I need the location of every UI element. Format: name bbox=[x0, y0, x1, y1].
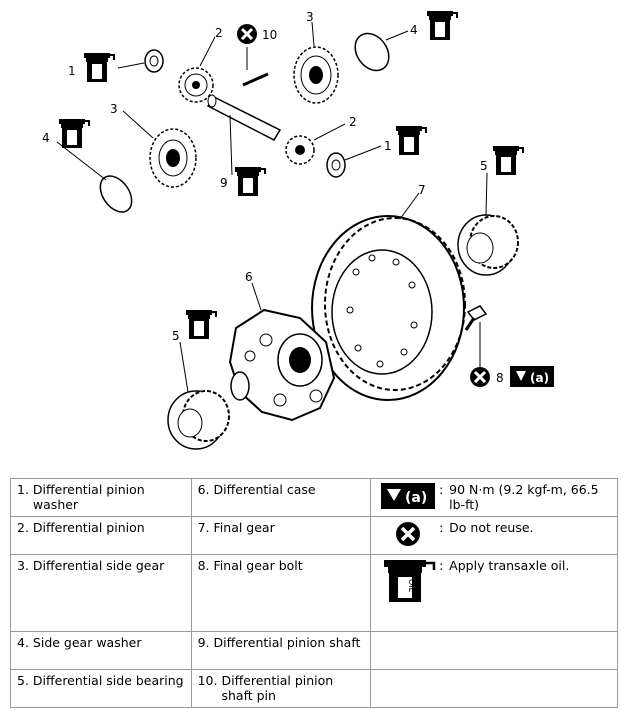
legend-table: 1. Differential pinion washer 6. Differe… bbox=[10, 478, 618, 708]
pinion-shaft bbox=[206, 94, 282, 141]
legend-row: 3. Differential side gear 8. Final gear … bbox=[10, 553, 618, 633]
callout-1: 1 bbox=[68, 64, 76, 78]
callout-5: 5 bbox=[172, 329, 180, 343]
item-label: Differential pinion shaft bbox=[213, 635, 361, 651]
final-gear-bolt bbox=[464, 305, 488, 331]
callout-6: 6 bbox=[245, 270, 253, 284]
item-number: 3. bbox=[17, 557, 29, 573]
empty-cell bbox=[370, 631, 618, 671]
differential-pinion-left bbox=[178, 67, 214, 103]
colon: : bbox=[439, 519, 444, 535]
item-label: Differential case bbox=[213, 482, 316, 497]
svg-text:(a): (a) bbox=[530, 371, 549, 385]
item-label: Differential side bearing bbox=[32, 673, 184, 689]
oil-icon bbox=[58, 118, 90, 149]
item-number: 4. bbox=[17, 635, 29, 651]
item-number: 5. bbox=[17, 673, 29, 689]
callout-2: 2 bbox=[215, 26, 223, 40]
callout-3: 3 bbox=[306, 10, 314, 24]
item-label: Differential pinion bbox=[32, 519, 145, 535]
no-reuse-icon bbox=[377, 520, 439, 548]
item-number: 2. bbox=[17, 519, 29, 535]
item-number: 1. bbox=[17, 482, 29, 497]
callout-3: 3 bbox=[110, 102, 118, 116]
pinion-washer-left bbox=[144, 49, 164, 73]
item-number: 7. bbox=[197, 519, 210, 535]
legend-row: 1. Differential pinion washer 6. Differe… bbox=[10, 478, 618, 517]
oil-icon bbox=[185, 309, 217, 340]
svg-text:(a): (a) bbox=[405, 490, 427, 506]
callout-5: 5 bbox=[480, 159, 488, 173]
side-bearing-right bbox=[457, 214, 519, 276]
item-number: 8. bbox=[197, 557, 210, 573]
side-gear-washer-upper bbox=[354, 32, 390, 72]
oil-icon bbox=[83, 52, 115, 83]
torque-icon: (a) bbox=[510, 366, 554, 387]
item-label: Differential pinion shaft pin bbox=[221, 673, 334, 704]
callout-4: 4 bbox=[410, 23, 418, 37]
legend-row: 2. Differential pinion 7. Final gear : D… bbox=[10, 515, 618, 555]
colon: : bbox=[439, 482, 444, 497]
oil-icon bbox=[395, 125, 427, 156]
exploded-view-diagram: 1 2 10 9 3 4 3 4 bbox=[42, 10, 554, 450]
oil-icon: OIL bbox=[377, 558, 439, 604]
side-gear-upper bbox=[293, 46, 339, 104]
item-label: Differential side gear bbox=[32, 557, 165, 573]
side-bearing-left bbox=[167, 390, 230, 450]
oil-icon bbox=[234, 166, 266, 197]
svg-text:OIL: OIL bbox=[407, 579, 416, 593]
differential-case bbox=[228, 308, 336, 422]
oil-icon bbox=[492, 145, 524, 176]
oil-icon bbox=[426, 10, 458, 41]
no-reuse-icon bbox=[235, 22, 259, 46]
symbol-desc: 90 N·m (9.2 kgf-m, 66.5 lb-ft) bbox=[449, 482, 599, 512]
callout-1: 1 bbox=[384, 139, 392, 153]
torque-icon: (a) bbox=[377, 482, 439, 510]
pinion-washer-right bbox=[326, 152, 346, 178]
no-reuse-icon bbox=[468, 365, 492, 389]
callout-8: 8 bbox=[496, 371, 504, 385]
symbol-desc: Apply transaxle oil. bbox=[449, 557, 570, 573]
final-gear bbox=[311, 215, 466, 401]
callout-2: 2 bbox=[349, 115, 357, 129]
empty-cell bbox=[370, 669, 618, 708]
side-gear-left bbox=[149, 128, 197, 188]
side-gear-washer-left bbox=[99, 175, 133, 213]
callout-10: 10 bbox=[262, 28, 277, 42]
callout-4: 4 bbox=[42, 131, 50, 145]
item-label: Final gear bolt bbox=[213, 557, 303, 573]
callout-7: 7 bbox=[418, 183, 426, 197]
symbol-desc: Do not reuse. bbox=[449, 519, 534, 535]
legend-row: 4. Side gear washer 9. Differential pini… bbox=[10, 631, 618, 671]
item-number: 6. bbox=[197, 482, 210, 497]
colon: : bbox=[439, 557, 444, 573]
item-label: Differential pinion washer bbox=[32, 482, 145, 512]
differential-pinion-right bbox=[285, 135, 315, 165]
legend-row: 5. Differential side bearing 10. Differe… bbox=[10, 669, 618, 708]
item-label: Side gear washer bbox=[32, 635, 142, 651]
callout-9: 9 bbox=[220, 176, 228, 190]
item-number: 9. bbox=[197, 635, 210, 651]
item-label: Final gear bbox=[213, 519, 275, 535]
item-number: 10. bbox=[197, 673, 218, 689]
